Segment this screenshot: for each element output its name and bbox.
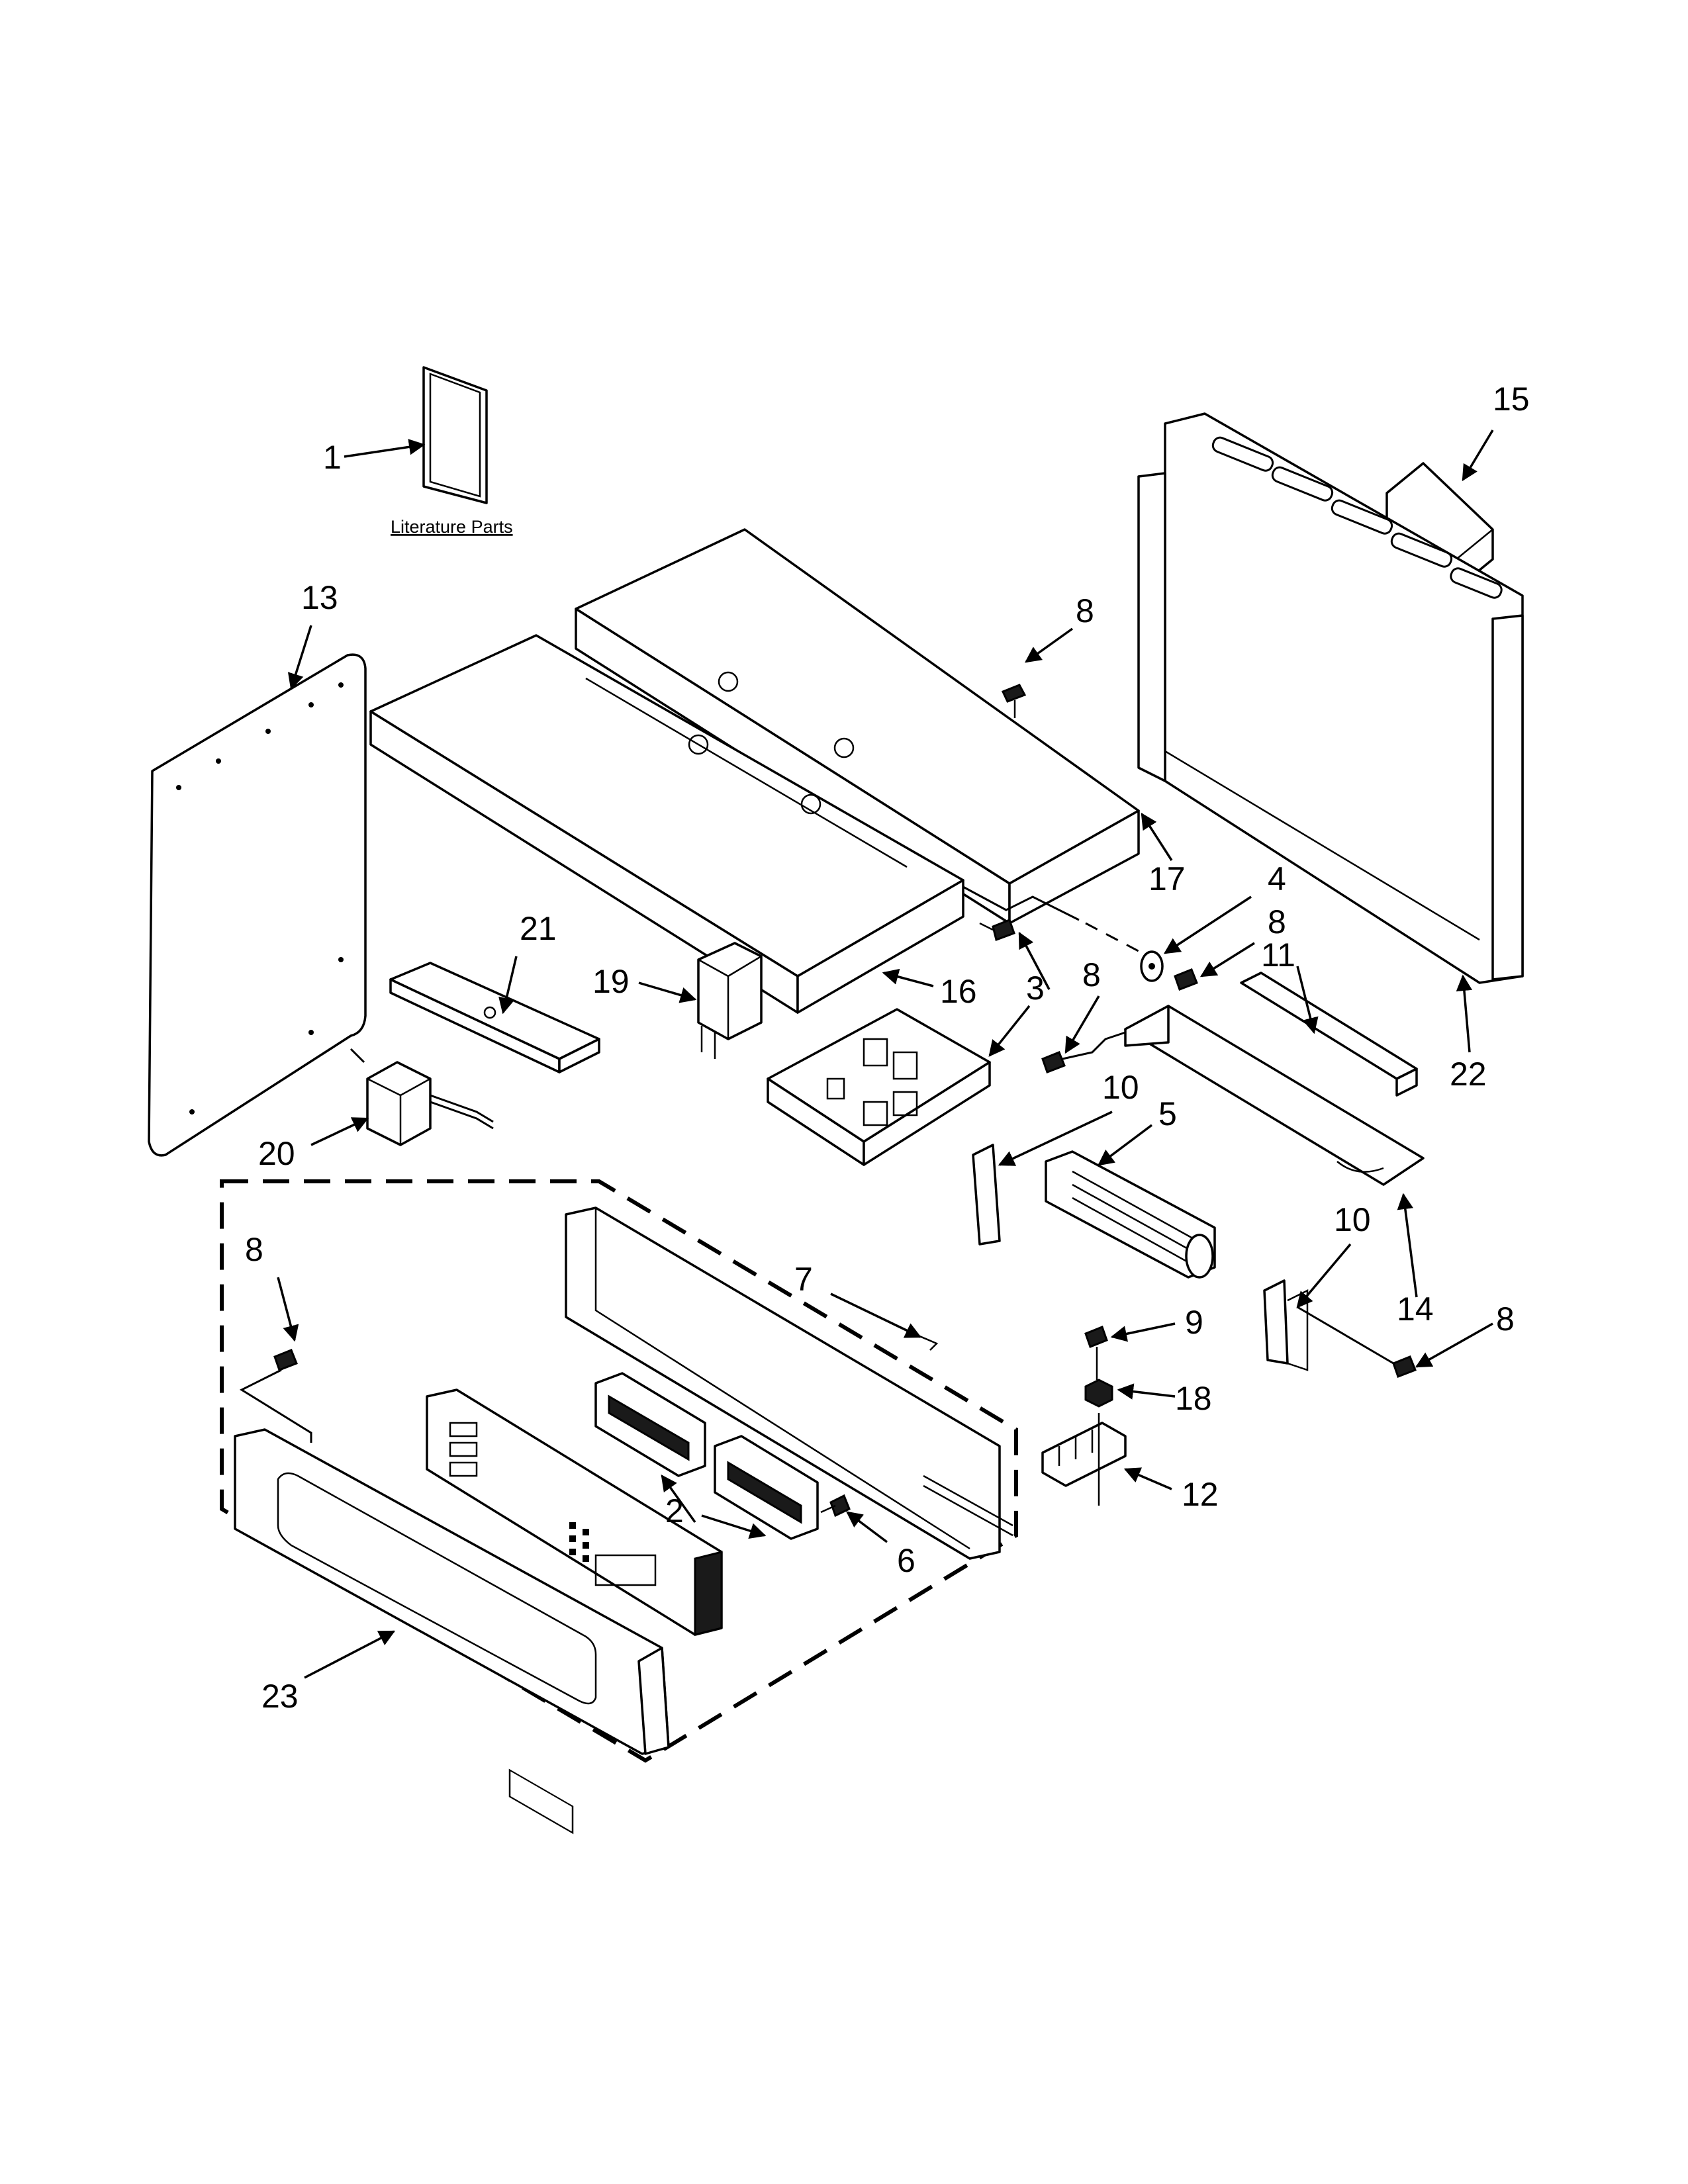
assembly-boundary	[220, 1179, 1018, 1763]
callout-16: 16	[940, 973, 977, 1010]
callout-5: 5	[1158, 1095, 1177, 1132]
callout-18: 18	[1175, 1380, 1212, 1417]
screw-6	[820, 1494, 851, 1518]
literature-parts-label: Literature Parts	[391, 517, 513, 537]
callout-12: 12	[1182, 1476, 1219, 1513]
insulation-strip	[1240, 972, 1418, 1097]
callout-15: 15	[1493, 381, 1530, 418]
callout-1: 1	[323, 439, 342, 476]
screw-8f	[239, 1349, 312, 1443]
control-board	[767, 1008, 991, 1166]
bracket-bar	[389, 962, 600, 1073]
callout-8: 8	[1496, 1300, 1515, 1338]
wire-harness	[962, 886, 1149, 958]
terminal-block	[1041, 1413, 1127, 1506]
callout-8: 8	[1076, 592, 1094, 629]
callout-9: 9	[1185, 1304, 1203, 1341]
control-channel	[565, 1206, 1013, 1560]
callout-2: 2	[665, 1492, 684, 1529]
callout-19: 19	[592, 963, 630, 1000]
literature-booklet	[422, 366, 488, 504]
screw-8c	[1174, 968, 1198, 991]
callout-20: 20	[258, 1135, 295, 1172]
display-board-a	[594, 1372, 706, 1477]
screw-8e	[1392, 1355, 1417, 1378]
callout-10: 10	[1102, 1069, 1139, 1106]
callout-6: 6	[897, 1542, 915, 1579]
callout-8: 8	[1082, 956, 1101, 993]
blower-fan	[1045, 1150, 1216, 1279]
callout-4: 4	[1268, 860, 1286, 897]
bracket-10a	[972, 1144, 1001, 1246]
screw-8b	[979, 919, 1015, 941]
relay	[697, 942, 763, 1059]
callout-10: 10	[1334, 1201, 1371, 1238]
callout-7: 7	[794, 1261, 813, 1298]
nut-18	[1084, 1379, 1113, 1408]
side-panel	[148, 653, 367, 1157]
trim-panel	[234, 1428, 670, 1755]
control-panel-overlay	[426, 1388, 723, 1835]
rear-panel	[1137, 412, 1524, 984]
callout-11: 11	[1261, 936, 1295, 974]
callout-13: 13	[301, 579, 338, 616]
bracket-10b	[1263, 1279, 1394, 1371]
callout-23: 23	[261, 1678, 299, 1715]
callout-21: 21	[520, 910, 557, 947]
callout-3: 3	[1026, 970, 1045, 1007]
bracket-14	[1124, 1005, 1425, 1186]
callout-labels: 1 15 8 13 17 4 8 22 21 19 16 3 8 11 20 1…	[245, 381, 1530, 1715]
callout-14: 14	[1397, 1291, 1434, 1328]
callout-17: 17	[1149, 860, 1186, 897]
screw-8d	[1041, 1031, 1126, 1073]
callout-8: 8	[1268, 903, 1286, 940]
display-board-b	[714, 1435, 819, 1540]
transformer	[350, 1048, 494, 1146]
callout-22: 22	[1450, 1056, 1487, 1093]
screw-8a	[1001, 684, 1027, 718]
leader-lines	[277, 430, 1494, 1679]
washer-4	[1140, 950, 1164, 982]
callout-8: 8	[245, 1231, 263, 1268]
lower-cover	[369, 634, 964, 1014]
screw-9	[1084, 1326, 1108, 1380]
